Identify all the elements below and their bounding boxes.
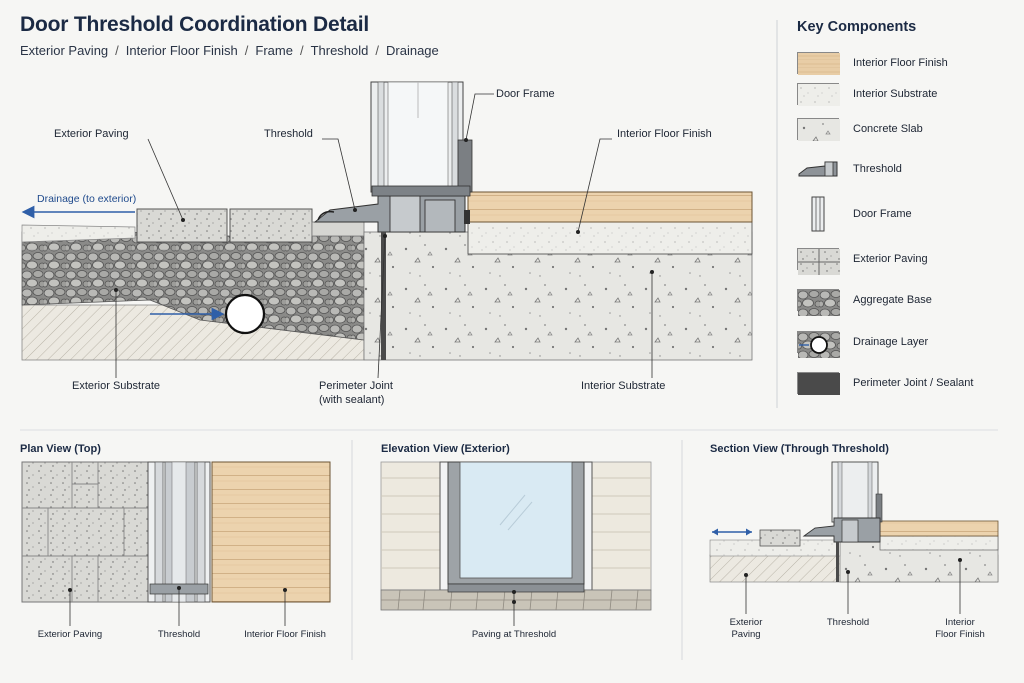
breadcrumb-item: Frame: [255, 43, 293, 58]
key-item-label: Drainage Layer: [853, 336, 929, 348]
plan-view: [21, 461, 331, 626]
wood-swatch-icon: [797, 52, 840, 75]
section-label-interior-1: Interior: [945, 617, 975, 628]
breadcrumb-separator: /: [244, 43, 249, 58]
key-item-label: Perimeter Joint / Sealant: [853, 377, 974, 389]
breadcrumb-separator: /: [375, 43, 380, 58]
elevation-view: [380, 461, 652, 626]
label-interior-substrate: Interior Substrate: [581, 380, 666, 392]
section-label-exterior-paving-2: Paving: [731, 629, 761, 640]
key-item-label: Door Frame: [853, 208, 912, 220]
breadcrumb-item: Drainage: [386, 43, 439, 58]
section-view-title: Section View (Through Threshold): [710, 443, 889, 455]
key-item: Exterior Paving: [797, 247, 1017, 275]
label-interior-floor-finish: Interior Floor Finish: [617, 128, 712, 140]
label-exterior-substrate: Exterior Substrate: [72, 380, 161, 392]
key-item-label: Interior Substrate: [853, 88, 938, 100]
key-item: Interior Floor Finish: [797, 51, 1017, 75]
section-label-exterior-paving-1: Exterior: [729, 617, 763, 628]
plan-label-interior-floor-finish: Interior Floor Finish: [244, 629, 326, 640]
frame-swatch-icon: [811, 196, 825, 232]
drainage-swatch-icon: [797, 331, 840, 358]
key-item-label: Exterior Paving: [853, 253, 928, 265]
section-view: [709, 461, 999, 614]
aggregate-swatch-icon: [797, 289, 840, 316]
section-label-threshold: Threshold: [826, 617, 870, 628]
label-drainage: Drainage (to exterior): [37, 193, 137, 205]
page-title: Door Threshold Coordination Detail: [20, 13, 370, 36]
label-threshold: Threshold: [264, 128, 313, 140]
elevation-label-paving: Paving at Threshold: [471, 629, 557, 640]
key-item: Concrete Slab: [797, 117, 1017, 141]
elevation-view-title: Elevation View (Exterior): [381, 443, 510, 455]
key-item-label: Aggregate Base: [853, 294, 932, 306]
key-item-label: Concrete Slab: [853, 123, 923, 135]
plan-label-exterior-paving: Exterior Paving: [37, 629, 103, 640]
paving-swatch-icon: [797, 248, 840, 275]
key-item: Perimeter Joint / Sealant: [797, 371, 1017, 395]
label-exterior-paving: Exterior Paving: [54, 128, 129, 140]
plan-label-threshold: Threshold: [157, 629, 201, 640]
plan-view-title: Plan View (Top): [20, 443, 101, 455]
breadcrumb-item: Exterior Paving: [20, 43, 109, 58]
section-label-interior-2: Floor Finish: [935, 629, 985, 640]
key-item: Threshold: [797, 157, 1017, 181]
key-item: Aggregate Base: [797, 288, 1017, 316]
key-item-label: Interior Floor Finish: [853, 57, 948, 69]
breadcrumb-separator: /: [115, 43, 119, 58]
threshold-swatch-icon: [798, 161, 838, 177]
key-item: Drainage Layer: [797, 330, 1017, 358]
key-item-label: Threshold: [853, 163, 902, 175]
breadcrumb: Exterior Paving/ Interior Floor Finish/ …: [20, 43, 439, 58]
sealant-swatch-icon: [797, 372, 840, 395]
key-item: Interior Substrate: [797, 82, 1017, 106]
breadcrumb-item: Threshold: [310, 43, 369, 58]
concrete-swatch-icon: [797, 118, 840, 141]
key-item: Door Frame: [797, 196, 1017, 232]
label-perimeter-joint: Perimeter Joint: [319, 380, 393, 392]
substrate-swatch-icon: [797, 83, 840, 106]
label-door-frame: Door Frame: [496, 88, 555, 100]
label-perimeter-joint-sub: (with sealant): [319, 394, 385, 406]
breadcrumb-item: Interior Floor Finish: [125, 43, 238, 58]
key-title: Key Components: [797, 19, 917, 35]
breadcrumb-separator: /: [299, 43, 304, 58]
